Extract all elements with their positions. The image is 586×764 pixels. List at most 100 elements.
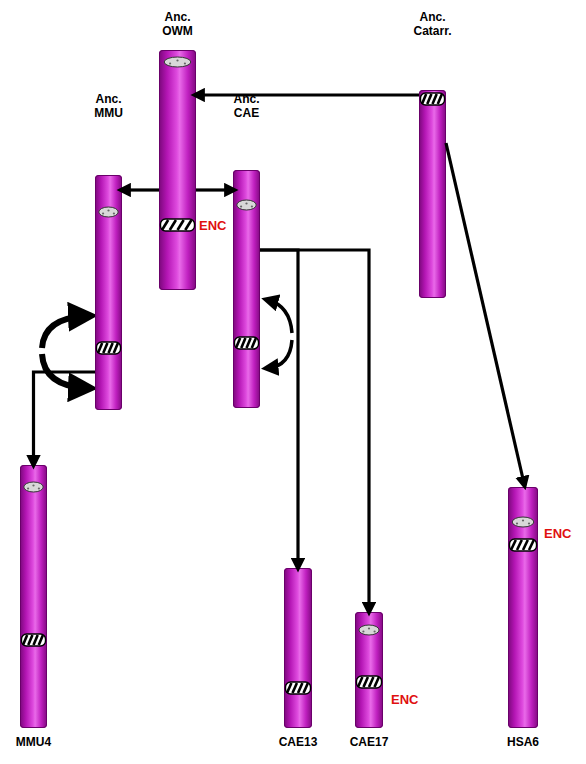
centromere-stripe (298, 683, 302, 693)
chromosome-bands (355, 612, 383, 728)
centromere-stripe (517, 540, 522, 550)
chromosome: CAE17ENC (355, 612, 383, 728)
centromere-stripe (364, 677, 368, 687)
band-dot (516, 522, 518, 524)
inversion-arrow (42, 316, 86, 348)
centromere-stripe (178, 220, 184, 230)
band-dot (38, 487, 40, 489)
band-dot (102, 212, 104, 214)
centromere-stripe (369, 677, 373, 687)
centromere-stripe (523, 540, 528, 550)
heterochromatin-band (512, 517, 534, 527)
inversion-arrow (268, 340, 292, 368)
chromosome: MMU4 (20, 465, 47, 728)
centromere (286, 682, 311, 694)
chromosome-bands (95, 175, 122, 410)
band-dot (368, 627, 370, 629)
chromosome-label: Anc. CAE (225, 92, 269, 120)
band-dot (107, 209, 109, 211)
evolution-arrow (196, 188, 227, 191)
centromere (97, 342, 121, 354)
centromere-stripe (438, 94, 442, 104)
heterochromatin-band (99, 207, 118, 217)
evolution-arrow (202, 93, 419, 96)
chromosome-label: CAE17 (337, 735, 401, 749)
centromere-stripe (241, 338, 245, 348)
band-dot (240, 205, 242, 207)
heterochromatin-band (237, 200, 256, 210)
centromere-stripe (252, 338, 256, 348)
chromosome-label: CAE13 (266, 735, 330, 749)
chromosome: Anc. CAE (233, 170, 260, 408)
chromosome-bands (233, 170, 260, 408)
band-dot (245, 202, 247, 204)
centromere-stripe (422, 94, 426, 104)
chromosome-bands (419, 90, 446, 298)
enc-marker: ENC (199, 218, 226, 233)
centromere-stripe (39, 635, 43, 645)
band-dot (32, 484, 34, 486)
centromere-stripe (98, 343, 102, 353)
centromere-stripe (433, 94, 437, 104)
chromosome-bands (20, 465, 47, 728)
chromosome-label: MMU4 (2, 735, 66, 749)
centromere-stripe (109, 343, 113, 353)
centromere (161, 219, 195, 231)
centromere-stripe (103, 343, 107, 353)
enc-marker: ENC (391, 692, 418, 707)
band-dot (176, 59, 178, 61)
centromere-stripe (23, 635, 27, 645)
chromosome-label: Anc. Catarr. (407, 10, 459, 38)
chromosome-label: HSA6 (491, 735, 555, 749)
chromosome: CAE13 (284, 568, 312, 728)
centromere (235, 337, 259, 349)
inversion-arrow (268, 300, 292, 333)
centromere-stripe (529, 540, 534, 550)
band-dot (528, 522, 530, 524)
centromere-stripe (511, 540, 516, 550)
band-dot (27, 487, 29, 489)
chromosome: Anc. OWMENC (159, 50, 196, 290)
band-dot (374, 630, 376, 632)
band-dot (113, 212, 115, 214)
band-dot (169, 62, 171, 64)
evolution-arrow (34, 372, 96, 458)
evolution-arrow (446, 143, 523, 479)
chromosome-bands (508, 487, 538, 728)
heterochromatin-band (24, 482, 43, 492)
centromere-stripe (304, 683, 308, 693)
centromere-stripe (427, 94, 431, 104)
heterochromatin-band (359, 625, 379, 635)
evolution-arrow (128, 188, 159, 191)
band-dot (184, 62, 186, 64)
chromosome-bands (159, 50, 196, 290)
centromere-stripe (287, 683, 291, 693)
centromere-stripe (247, 338, 251, 348)
centromere-stripe (114, 343, 118, 353)
centromere (22, 634, 46, 646)
band-dot (251, 205, 253, 207)
centromere (510, 539, 537, 551)
band-dot (362, 630, 364, 632)
chromosome: Anc. Catarr. (419, 90, 446, 298)
centromere (421, 93, 445, 105)
centromere-stripe (293, 683, 297, 693)
chromosome-label: Anc. OWM (156, 10, 200, 38)
centromere-stripe (236, 338, 240, 348)
centromere-stripe (28, 635, 32, 645)
centromere-stripe (185, 220, 191, 230)
chromosome: Anc. MMU (95, 175, 122, 410)
centromere-stripe (34, 635, 38, 645)
inversion-arrow (42, 354, 86, 388)
centromere-stripe (162, 220, 168, 230)
chromosome-bands (284, 568, 312, 728)
centromere-stripe (358, 677, 362, 687)
band-dot (522, 519, 524, 521)
chromosome: HSA6ENC (508, 487, 538, 728)
centromere (357, 676, 382, 688)
centromere-stripe (375, 677, 379, 687)
evolution-arrow (260, 250, 298, 561)
chromosome-label: Anc. MMU (87, 92, 131, 120)
